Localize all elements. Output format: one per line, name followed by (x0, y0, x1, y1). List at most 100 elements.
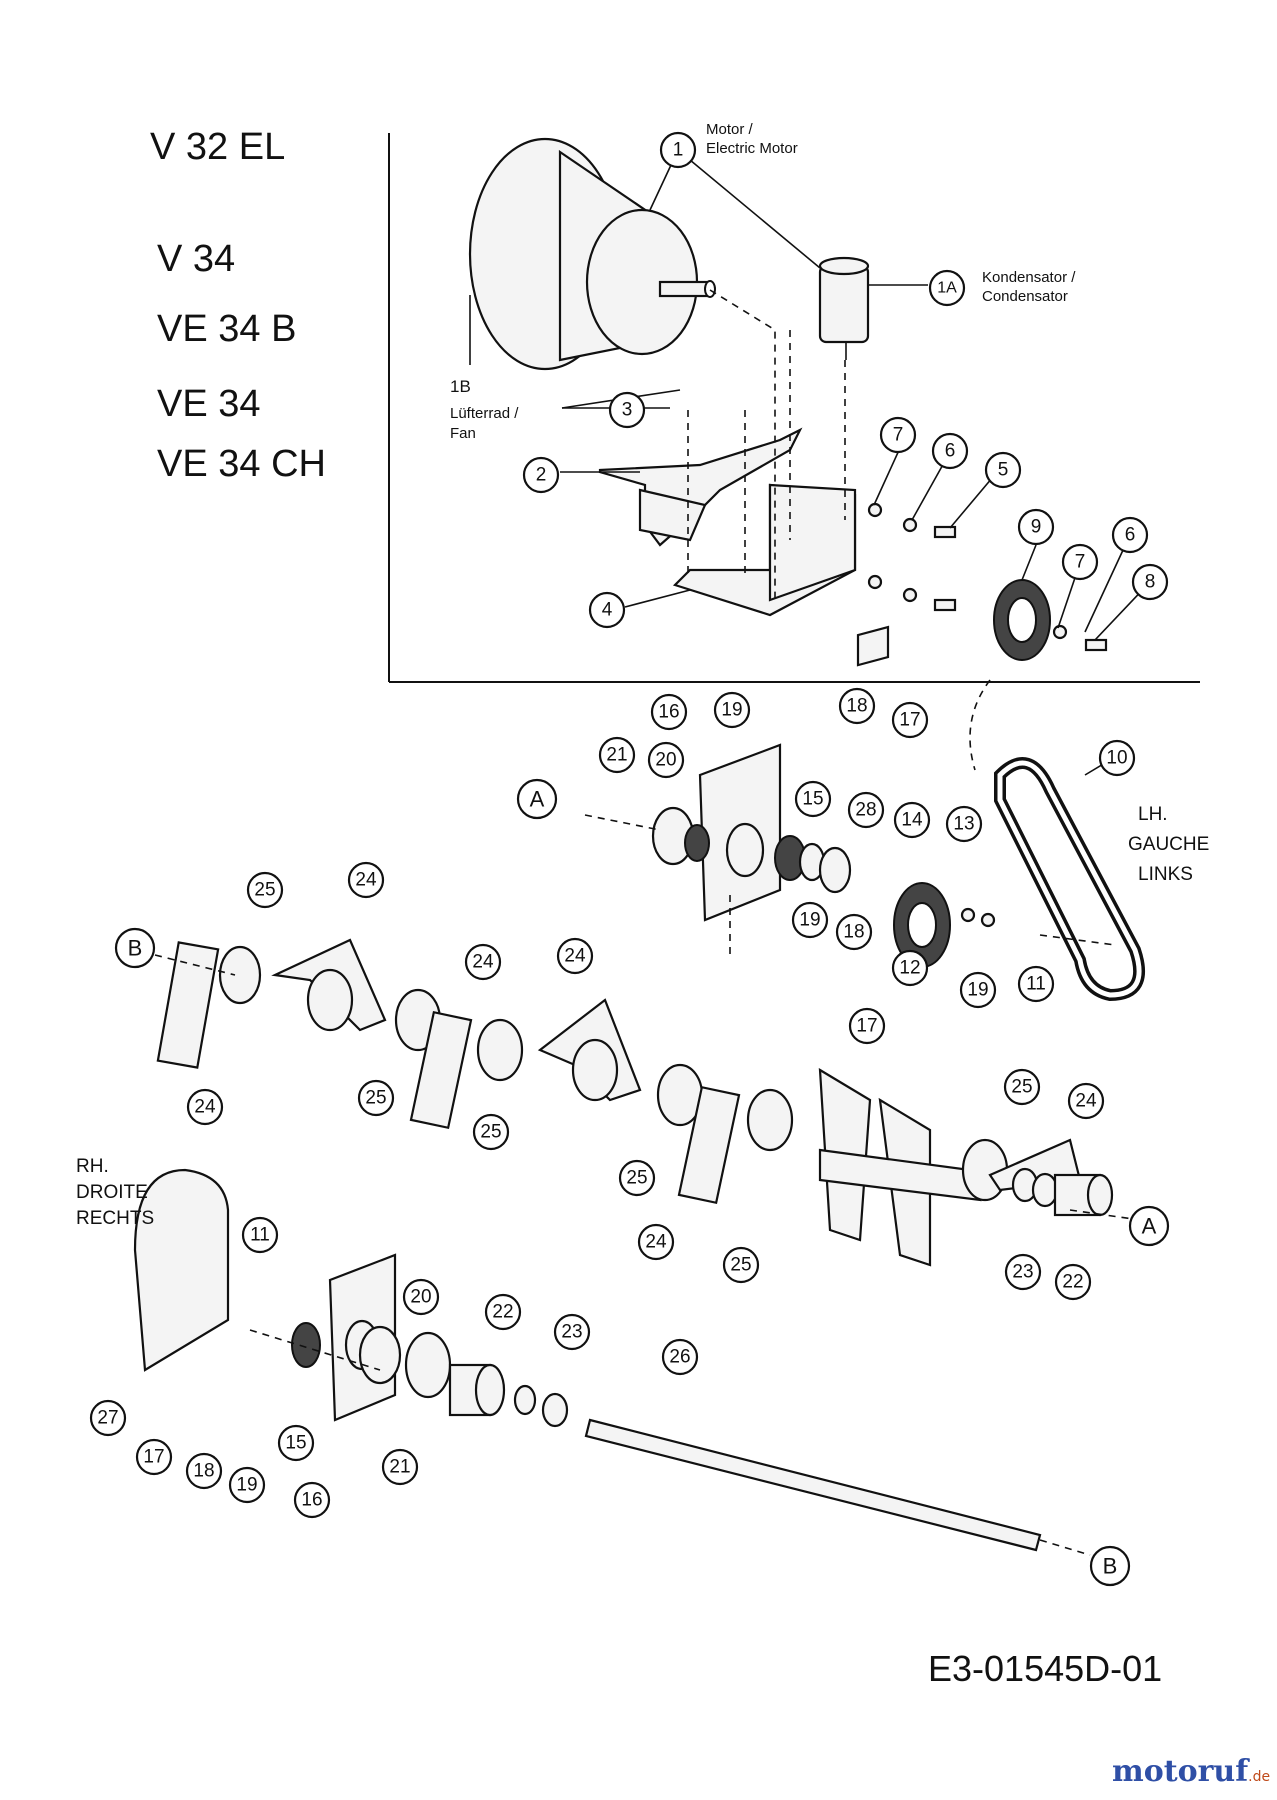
callout-15b: 15 (277, 1424, 315, 1462)
lower-bearing-stack (404, 1331, 569, 1428)
svg-text:13: 13 (953, 814, 974, 835)
tine-rotor-assembly (156, 938, 1114, 1267)
svg-text:A: A (1142, 1214, 1157, 1239)
gearbox-plate-upper-part (698, 743, 782, 922)
callout-a2: A (1128, 1205, 1170, 1247)
svg-text:A: A (530, 787, 545, 812)
callout-18c: 18 (185, 1452, 223, 1490)
callout-7a: 7 (879, 416, 917, 454)
svg-text:LH.: LH. (1138, 804, 1168, 825)
callout-6b: 6 (1111, 516, 1149, 554)
svg-text:15: 15 (285, 1433, 306, 1454)
svg-text:18: 18 (193, 1461, 214, 1482)
callout-a1: A (516, 778, 558, 820)
svg-text:6: 6 (945, 441, 956, 462)
svg-text:17: 17 (143, 1447, 164, 1468)
callout-19c: 19 (959, 971, 997, 1009)
svg-text:6: 6 (1125, 525, 1136, 546)
brand-tld: .de (1248, 1769, 1271, 1785)
callout-24f: 24 (1067, 1082, 1105, 1120)
svg-text:7: 7 (893, 425, 904, 446)
callout-3: 3 (608, 391, 646, 429)
callout-8: 8 (1131, 563, 1169, 601)
svg-text:10: 10 (1106, 748, 1127, 769)
svg-text:27: 27 (97, 1408, 118, 1429)
motor-section-frame (388, 133, 1200, 683)
callout-11b: 11 (241, 1216, 279, 1254)
svg-text:17: 17 (899, 710, 920, 731)
svg-text:19: 19 (236, 1475, 257, 1496)
svg-text:22: 22 (1062, 1272, 1083, 1293)
svg-text:2: 2 (536, 465, 547, 486)
svg-text:18: 18 (843, 922, 864, 943)
callout-24b: 24 (464, 943, 502, 981)
capacitor-note: Kondensator / Condensator (982, 269, 1076, 305)
callout-19d: 19 (228, 1466, 266, 1504)
motor-pulley-part (993, 579, 1051, 661)
drive-shaft-part (584, 1418, 1042, 1552)
svg-text:24: 24 (564, 946, 586, 967)
callout-7b: 7 (1061, 543, 1099, 581)
callout-21a: 21 (598, 736, 636, 774)
callout-20b: 20 (402, 1278, 440, 1316)
svg-text:GAUCHE: GAUCHE (1128, 834, 1209, 855)
svg-text:1B: 1B (450, 377, 471, 396)
svg-text:3: 3 (622, 400, 633, 421)
svg-text:23: 23 (561, 1322, 582, 1343)
svg-text:7: 7 (1075, 552, 1086, 573)
callout-28: 28 (847, 791, 885, 829)
callout-17a: 17 (891, 701, 929, 739)
callout-24e: 24 (637, 1223, 675, 1261)
svg-text:16: 16 (301, 1490, 322, 1511)
svg-text:B: B (128, 936, 143, 961)
callout-18a: 18 (838, 687, 876, 725)
svg-text:Lüfterrad /: Lüfterrad / (450, 405, 519, 422)
callout-24a: 24 (347, 861, 385, 899)
callout-15a: 15 (794, 780, 832, 818)
model-ve34: VE 34 (157, 383, 261, 425)
svg-text:19: 19 (967, 980, 988, 1001)
svg-text:24: 24 (194, 1097, 216, 1118)
svg-text:25: 25 (626, 1168, 647, 1189)
svg-text:25: 25 (254, 880, 275, 901)
callout-27: 27 (89, 1399, 127, 1437)
callout-14: 14 (893, 801, 931, 839)
drive-belt-part (994, 757, 1145, 1002)
svg-text:25: 25 (480, 1122, 501, 1143)
brand-logo: motoruf.de (1112, 1754, 1270, 1789)
callout-5: 5 (984, 451, 1022, 489)
electric-motor-part (468, 137, 716, 371)
callout-25f: 25 (1003, 1068, 1041, 1106)
svg-text:5: 5 (998, 460, 1009, 481)
callout-17c: 17 (135, 1438, 173, 1476)
svg-text:21: 21 (389, 1457, 410, 1478)
brand-name: motoruf (1112, 1754, 1249, 1789)
svg-text:28: 28 (855, 800, 876, 821)
lh-side-label: LH. GAUCHE LINKS (1128, 804, 1209, 885)
callout-6a: 6 (931, 432, 969, 470)
motor-bracket-part (672, 483, 857, 617)
callout-1a: 1A (928, 269, 966, 307)
svg-text:12: 12 (899, 958, 920, 979)
assembly-dash-lines (154, 289, 1141, 1556)
svg-text:11: 11 (1026, 974, 1046, 995)
callout-25e: 25 (722, 1246, 760, 1284)
callout-19a: 19 (713, 691, 751, 729)
svg-text:25: 25 (365, 1088, 386, 1109)
svg-text:Motor /: Motor / (706, 121, 754, 138)
svg-text:25: 25 (1011, 1077, 1032, 1098)
svg-text:23: 23 (1012, 1262, 1033, 1283)
svg-text:17: 17 (856, 1016, 877, 1037)
rh-cover-part (133, 1168, 230, 1372)
callout-19b: 19 (791, 901, 829, 939)
callout-24d: 24 (186, 1088, 224, 1126)
callout-20a: 20 (647, 741, 685, 779)
svg-text:Fan: Fan (450, 425, 476, 442)
svg-text:19: 19 (721, 700, 742, 721)
callout-16b: 16 (293, 1481, 331, 1519)
svg-text:15: 15 (802, 789, 823, 810)
rh-side-label: RH. DROITE RECHTS (76, 1156, 154, 1229)
svg-text:Kondensator /: Kondensator / (982, 269, 1076, 286)
callout-1: 1 (659, 131, 697, 169)
callout-21b: 21 (381, 1448, 419, 1486)
